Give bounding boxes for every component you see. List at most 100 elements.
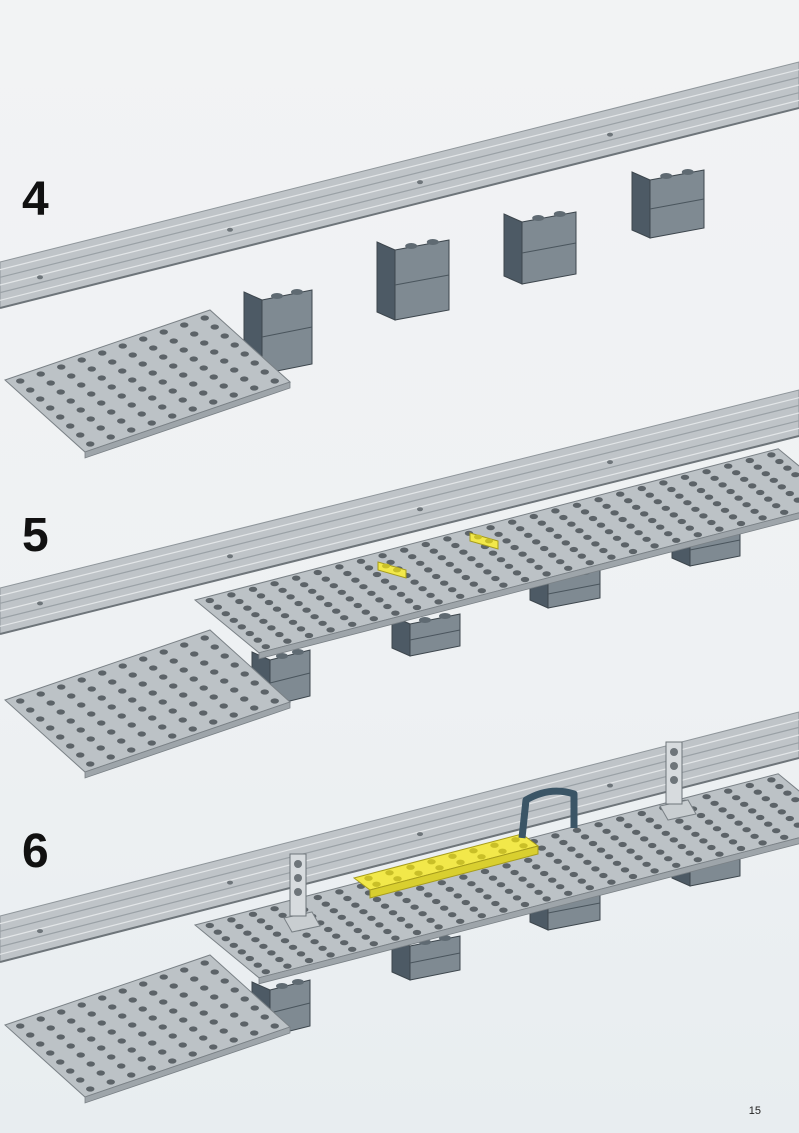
plate-stud xyxy=(337,589,346,595)
plate-stud xyxy=(777,809,786,815)
plate-stud xyxy=(118,688,127,694)
plate-stud xyxy=(302,607,311,613)
plate-stud xyxy=(604,854,614,860)
support-seam xyxy=(409,629,461,641)
plate-stud xyxy=(745,457,754,464)
plate-stud xyxy=(97,695,106,701)
plate-stud xyxy=(642,861,651,867)
step6-yellow-bench xyxy=(352,833,540,899)
plate-stud xyxy=(461,574,470,581)
plate-stud xyxy=(624,823,633,829)
plate-stud xyxy=(272,606,282,612)
plate-stud xyxy=(761,796,770,802)
plate-stud xyxy=(200,340,209,346)
plate-stud xyxy=(710,800,719,806)
plate-stud xyxy=(710,475,719,481)
plate-stud xyxy=(210,644,219,650)
plate-stud xyxy=(321,901,330,907)
plate-stud xyxy=(36,691,45,697)
rail-edge xyxy=(0,435,799,635)
plate-stud xyxy=(715,851,724,857)
plate-stud xyxy=(159,329,168,335)
plate-stud xyxy=(86,1086,95,1092)
plate-stud xyxy=(634,530,643,536)
plate-stud xyxy=(696,487,706,494)
plate-stud xyxy=(461,899,470,906)
plate-stud xyxy=(179,1017,188,1023)
plate-stud xyxy=(240,996,249,1002)
plate-stud xyxy=(628,873,638,880)
plate-stud xyxy=(545,852,554,858)
rail-joint xyxy=(227,227,233,232)
plate-stud xyxy=(699,513,708,519)
signal-lamp xyxy=(294,874,302,882)
plate-stud xyxy=(149,990,158,996)
plate-stud xyxy=(97,720,106,726)
plate-stud xyxy=(76,407,85,413)
plate-stud xyxy=(248,911,258,917)
plate-stud xyxy=(650,543,659,549)
step-number-6: 6 xyxy=(22,825,49,878)
plate-stud xyxy=(326,952,335,958)
plate-stud xyxy=(128,997,137,1003)
plate-stud xyxy=(745,782,754,789)
plate-stud xyxy=(66,1043,75,1049)
plate-stud xyxy=(46,380,55,386)
plate-stud xyxy=(205,597,214,604)
plate-stud xyxy=(426,592,435,598)
plate-stud xyxy=(190,651,199,657)
plate-stud xyxy=(86,761,95,767)
plate-stud xyxy=(361,609,370,615)
plate-stud xyxy=(107,384,116,390)
plate-stud xyxy=(138,1031,147,1037)
plate-stud xyxy=(664,856,673,862)
plate-stud xyxy=(394,891,403,897)
plate-stud xyxy=(220,653,229,659)
plate-stud xyxy=(220,678,229,684)
plate-stud xyxy=(199,390,208,396)
yellow-stud xyxy=(393,567,401,573)
plate-stud xyxy=(139,336,148,342)
plate-stud xyxy=(356,558,366,564)
bench-stud xyxy=(456,859,465,865)
plate-stud xyxy=(179,992,188,998)
plate-stud xyxy=(378,553,387,559)
plate-stud xyxy=(118,343,127,349)
plate-stud xyxy=(159,354,168,360)
step4-track xyxy=(0,61,799,309)
plate-stud xyxy=(316,595,325,601)
plate-stud xyxy=(367,915,376,921)
plate-stud xyxy=(648,517,657,524)
plate-stud xyxy=(612,860,622,866)
plate-stud xyxy=(210,994,219,1000)
plate-stud xyxy=(372,896,382,903)
plate-stud xyxy=(353,602,362,609)
step-number-4: 4 xyxy=(22,173,49,226)
plate-stud xyxy=(532,864,541,870)
plate-stud xyxy=(137,1056,146,1062)
plate-stud xyxy=(780,509,789,515)
plate-stud xyxy=(699,838,708,844)
plate-stud xyxy=(667,486,676,493)
plate-stud xyxy=(261,644,270,650)
plate-stud xyxy=(388,910,398,916)
plate-stud xyxy=(400,547,409,553)
plate-stud xyxy=(359,909,368,915)
plate-stud xyxy=(551,833,560,839)
signal-mast xyxy=(665,741,683,805)
plate-stud xyxy=(736,845,746,852)
plate-stud xyxy=(137,411,146,417)
plate-stud xyxy=(607,879,616,885)
plate-stud xyxy=(256,593,266,599)
plate-stud xyxy=(283,963,292,969)
plate-stud xyxy=(278,587,287,593)
plate-stud xyxy=(640,836,649,842)
plate-stud xyxy=(235,923,244,930)
plate-stud xyxy=(456,918,465,924)
plate-stud xyxy=(288,944,298,950)
plate-stud xyxy=(785,815,794,822)
plate-stud xyxy=(348,621,357,627)
plate-stud xyxy=(585,885,594,891)
plate-stud xyxy=(637,485,646,492)
plate-stud xyxy=(67,693,76,699)
